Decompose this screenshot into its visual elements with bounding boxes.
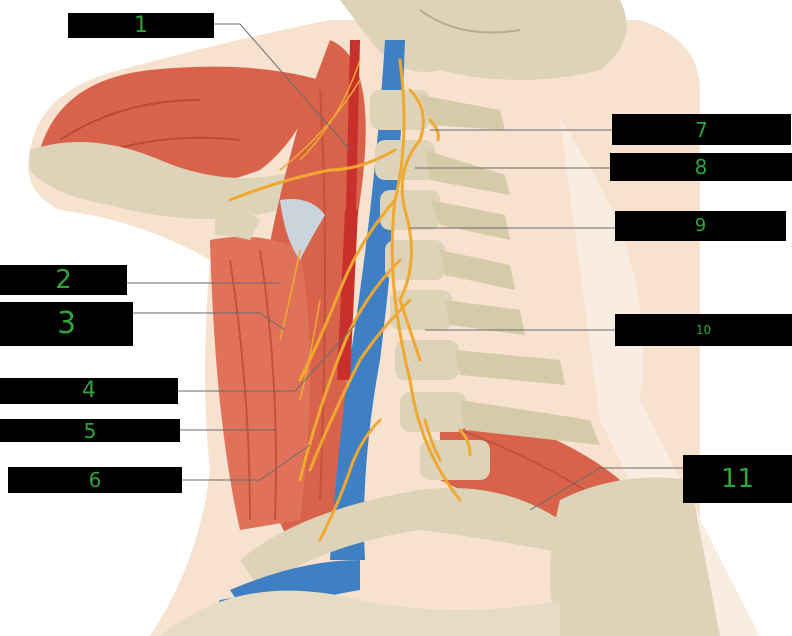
scapula-bone (550, 477, 720, 636)
label-box-5: 5 (0, 419, 180, 442)
leader-line-11 (529, 467, 685, 511)
label-box-10: 10 (615, 314, 792, 346)
label-5-text: 5 (83, 418, 97, 443)
clavicle-bone (240, 488, 680, 590)
label-7-text: 7 (695, 117, 708, 142)
first-rib (160, 590, 560, 636)
strap-muscles (210, 236, 310, 530)
leader-line-6 (180, 444, 311, 481)
leader-line-4 (178, 324, 356, 392)
cervical-vertebrae (370, 90, 600, 480)
label-4-text: 4 (82, 378, 96, 403)
leader-line-1 (212, 23, 351, 151)
skull-base (340, 0, 627, 80)
label-box-6: 6 (8, 467, 182, 493)
label-3-text: 3 (56, 306, 77, 341)
label-11-text: 11 (720, 464, 755, 494)
label-2-text: 2 (55, 265, 72, 295)
label-box-4: 4 (0, 378, 178, 404)
thyroid-cartilage (280, 199, 325, 260)
leader-line-3 (132, 312, 286, 331)
label-9-text: 9 (694, 215, 707, 236)
label-box-11: 11 (683, 455, 792, 503)
label-box-8: 8 (610, 153, 792, 181)
label-box-9: 9 (615, 211, 786, 241)
label-1-text: 1 (134, 12, 148, 38)
label-8-text: 8 (694, 155, 708, 179)
common-carotid-artery (337, 210, 358, 380)
label-box-7: 7 (612, 114, 791, 145)
cervical-plexus-nerves (228, 58, 472, 542)
label-10-text: 10 (695, 323, 712, 337)
label-box-2: 2 (0, 265, 127, 295)
label-box-3: 3 (0, 302, 133, 346)
hyoid-bone (215, 211, 260, 240)
label-6-text: 6 (88, 468, 102, 492)
label-box-1: 1 (68, 13, 214, 38)
